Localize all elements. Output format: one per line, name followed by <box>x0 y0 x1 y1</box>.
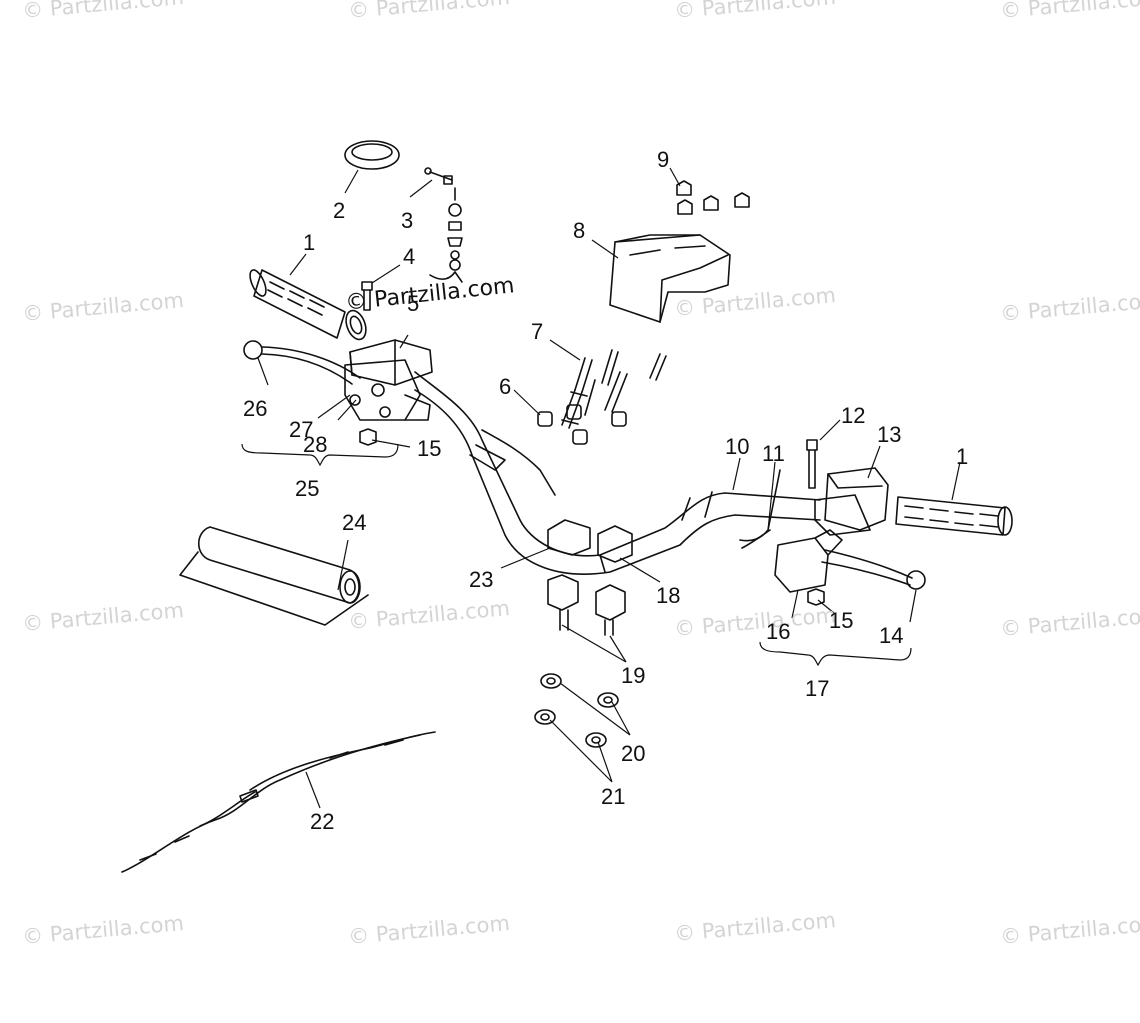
callout-14: 14 <box>879 623 904 648</box>
throttle-cable <box>121 731 436 873</box>
right-brake-assembly <box>774 529 926 593</box>
callout-24: 24 <box>342 510 367 535</box>
callout-11: 11 <box>762 441 785 466</box>
clamp-bolts <box>561 349 667 429</box>
callout-13: 13 <box>877 422 902 447</box>
callout-19: 19 <box>621 663 646 688</box>
upper-clamps <box>547 519 633 563</box>
callout-27: 27 <box>289 417 314 442</box>
clamp-cover <box>609 234 731 323</box>
screw-12 <box>806 439 818 489</box>
callout-15-right: 15 <box>829 608 854 633</box>
callout-26: 26 <box>243 396 268 421</box>
screw-4 <box>361 281 373 311</box>
callout-21: 21 <box>601 784 626 809</box>
callout-7: 7 <box>531 319 544 344</box>
callout-22: 22 <box>310 809 335 834</box>
callout-20: 20 <box>621 741 646 766</box>
grip-cap <box>344 140 400 170</box>
callout-8: 8 <box>573 218 586 243</box>
callout-5: 5 <box>407 291 420 316</box>
callout-2: 2 <box>333 198 346 223</box>
bushings <box>537 404 627 445</box>
wire <box>739 469 781 549</box>
callout-9: 9 <box>657 147 670 172</box>
callout-16: 16 <box>766 619 791 644</box>
callout-6: 6 <box>499 374 512 399</box>
switch-parts <box>424 167 463 283</box>
handlebar-pad <box>179 526 369 626</box>
washers-nuts <box>534 673 619 748</box>
leader-lines <box>241 167 961 809</box>
callout-23: 23 <box>469 567 494 592</box>
callout-1-right: 1 <box>956 444 969 469</box>
cover-caps <box>676 180 750 215</box>
callout-18: 18 <box>656 583 681 608</box>
risers <box>547 574 626 636</box>
callout-17: 17 <box>805 676 830 701</box>
callout-12: 12 <box>841 403 866 428</box>
handlebar <box>414 371 821 575</box>
callout-1: 1 <box>303 230 316 255</box>
small-nuts <box>359 428 825 606</box>
left-grip <box>249 269 367 341</box>
left-lever <box>243 340 361 385</box>
callout-25: 25 <box>295 476 320 501</box>
callout-15-left: 15 <box>417 436 442 461</box>
callout-28: 28 <box>303 432 328 457</box>
left-control-housing <box>344 339 433 421</box>
callout-10: 10 <box>725 434 750 459</box>
right-switch-housing <box>814 467 889 536</box>
right-grip <box>895 496 1013 536</box>
callout-4: 4 <box>403 244 416 269</box>
callout-3: 3 <box>401 208 414 233</box>
